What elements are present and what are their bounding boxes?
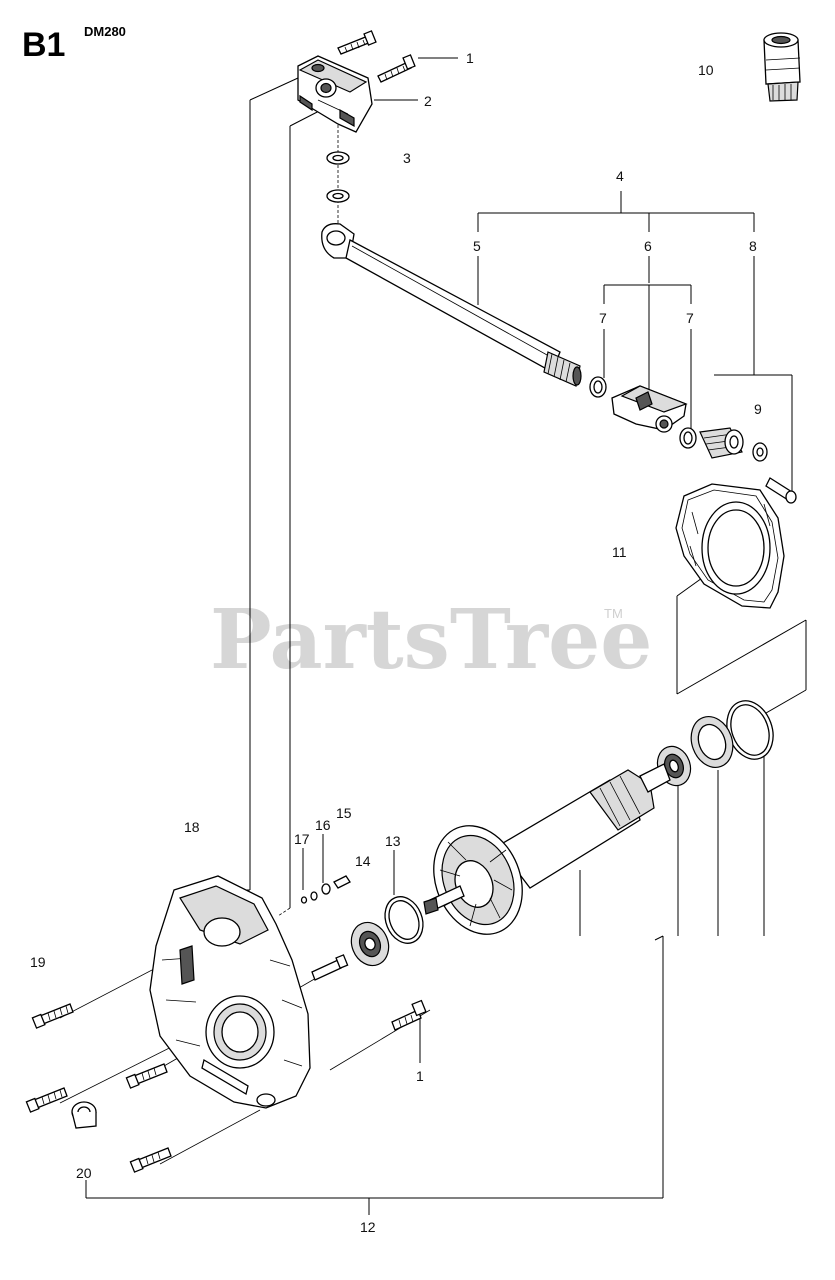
callout-9: 9: [754, 401, 762, 417]
part-20-bushing: [71, 1101, 97, 1129]
parts-14-17-fasteners: [300, 875, 351, 904]
callout-11: 11: [612, 544, 627, 560]
callout-6: 6: [644, 238, 652, 254]
section-title: B1: [22, 26, 65, 64]
callout-15: 15: [336, 805, 352, 821]
callout-17: 17: [294, 831, 310, 847]
part-11-fan-cover: [675, 483, 785, 609]
watermark: PartsTree TM: [210, 592, 652, 688]
part-13-ring: [384, 896, 424, 944]
callout-12: 12: [360, 1219, 376, 1235]
watermark-trademark: TM: [604, 606, 623, 621]
part-10-coupling: [763, 32, 801, 102]
callout-19: 19: [30, 954, 46, 970]
part-9-pin: [765, 477, 797, 504]
part-3-washers: [326, 151, 350, 203]
part-18-housing: [149, 875, 311, 1109]
callout-3: 3: [403, 150, 411, 166]
callout-20: 20: [76, 1165, 92, 1181]
callout-2: 2: [424, 93, 432, 109]
watermark-text: PartsTree: [210, 592, 652, 688]
callout-labels: 1 2 3 4 5 6 7 7 8 9 10 11 12 13 14 15 16…: [30, 50, 762, 1235]
part-armature: [423, 763, 671, 935]
model-number: DM280: [84, 24, 126, 39]
part-5-drive-shaft: [321, 223, 582, 387]
callout-4: 4: [616, 168, 624, 184]
callout-16: 16: [315, 817, 331, 833]
part-8-sleeve: [699, 427, 768, 462]
callout-8: 8: [749, 238, 757, 254]
callout-13: 13: [385, 833, 401, 849]
callout-18: 18: [184, 819, 200, 835]
callout-10: 10: [698, 62, 714, 78]
part-2-gear-block: [297, 30, 416, 133]
part-19-screws: [25, 954, 349, 1173]
callout-14: 14: [355, 853, 371, 869]
part-6-clutch-assembly: [589, 376, 697, 449]
callout-1-top: 1: [466, 50, 474, 66]
part-1-bottom-screw: [391, 999, 427, 1031]
part-rotor-rings: [656, 700, 774, 787]
bearing-front: [350, 921, 390, 967]
callout-7-left: 7: [599, 310, 607, 326]
callout-5: 5: [473, 238, 481, 254]
callout-1-bottom: 1: [416, 1068, 424, 1084]
callout-7-right: 7: [686, 310, 694, 326]
